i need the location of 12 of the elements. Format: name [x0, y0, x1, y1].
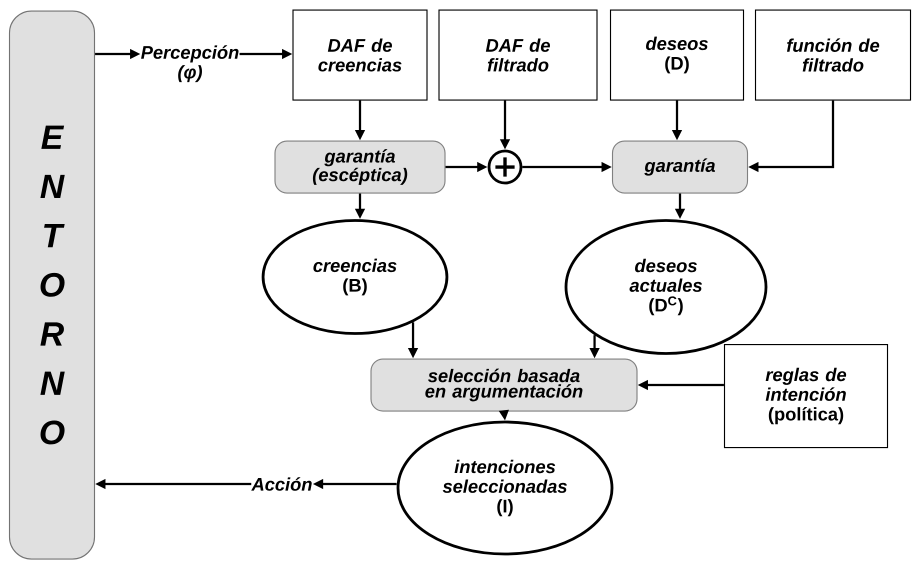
process-box: deseos (D): [610, 9, 744, 101]
sum-circle: [488, 150, 522, 184]
process-box: selección basada en argumentación: [370, 358, 638, 412]
text-label: Acción: [251, 477, 312, 491]
process-box: DAF de filtrado: [438, 9, 598, 101]
environment-bar: E N T O R N O: [8, 10, 96, 560]
process-box: función de filtrado: [754, 9, 912, 101]
text-label: Percepción (φ): [141, 45, 238, 82]
process-box: reglas de intención (política): [724, 344, 888, 448]
process-box: DAF de creencias: [292, 9, 428, 101]
process-box: garantía: [612, 140, 748, 194]
process-box: garantía (escéptica): [274, 140, 446, 194]
